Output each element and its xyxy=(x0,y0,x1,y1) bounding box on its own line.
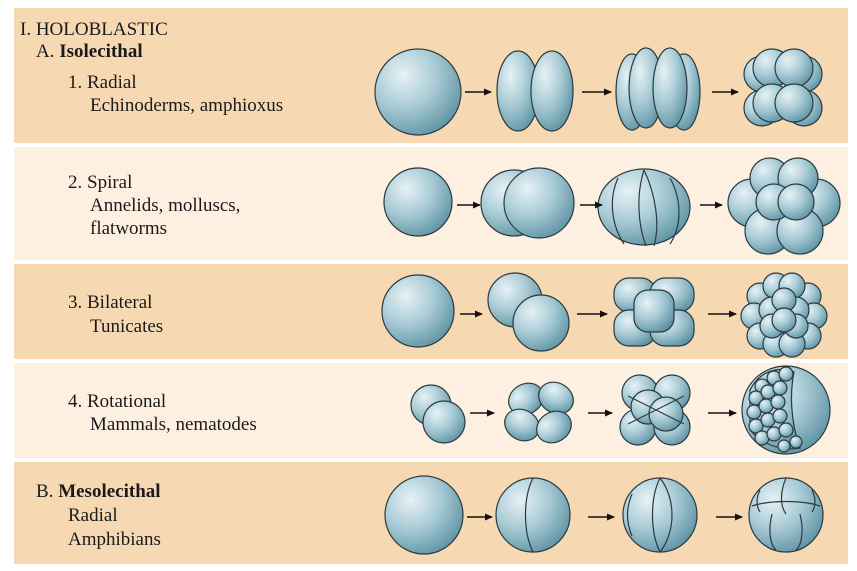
spiral-stage-1-cell xyxy=(384,168,452,236)
spiral-stage-8-cells xyxy=(728,158,840,254)
mesolecithal-stage-4-cells xyxy=(623,478,697,552)
rotational-stage-8-cells xyxy=(620,375,690,445)
radial-stage-8-cells xyxy=(744,49,822,126)
spiral-stage-4-cells xyxy=(598,169,690,246)
rotational-stage-4-cells xyxy=(499,376,579,449)
mesolecithal-stage-8-cells xyxy=(749,478,823,552)
bilateral-stage-4-cells xyxy=(614,278,694,346)
rotational-stage-2-cells xyxy=(411,385,465,443)
bilateral-stage-2-cells xyxy=(488,273,569,351)
radial-stage-1-cell xyxy=(375,49,461,135)
spiral-stage-2-cells xyxy=(481,168,574,238)
bilateral-stage-1-cell xyxy=(382,275,454,347)
mesolecithal-stage-1-cell xyxy=(385,476,463,554)
rotational-stage-morula xyxy=(742,366,830,454)
radial-stage-4-cells xyxy=(616,48,700,130)
radial-stage-2-cells xyxy=(497,51,573,131)
mesolecithal-stage-2-cells xyxy=(496,478,570,552)
bilateral-stage-16-cells xyxy=(741,273,827,357)
